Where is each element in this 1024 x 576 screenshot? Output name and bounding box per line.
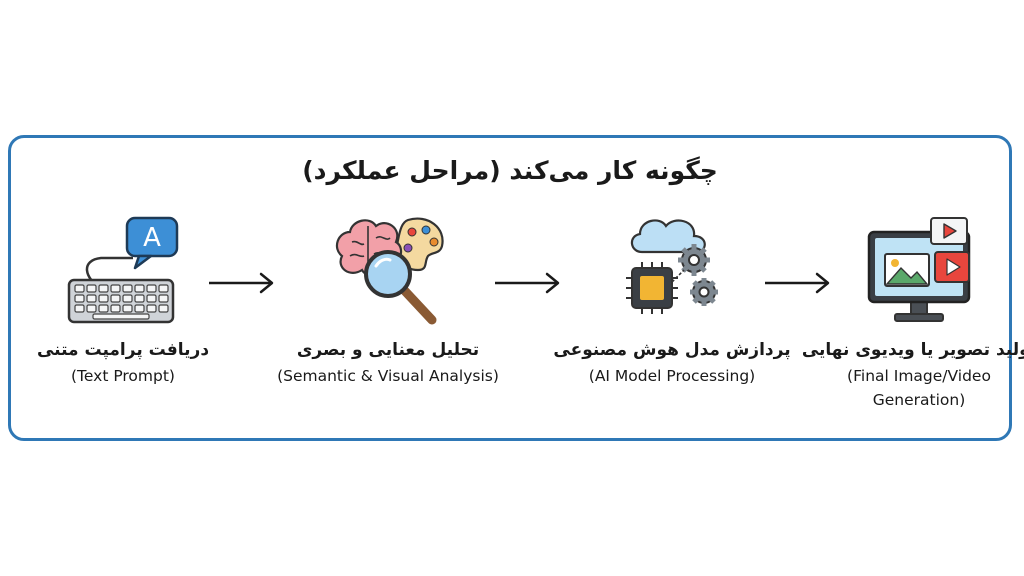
step-text-prompt: A دریافت پرامپت متنی (Text Prompt): [3, 208, 243, 388]
step-label-fa: تولید تصویر یا ویدیوی نهایی: [801, 340, 1024, 360]
step-final-generation: تولید تصویر یا ویدیوی نهایی (Final Image…: [799, 208, 1024, 412]
cloud-chip-gears-icon: [626, 219, 718, 314]
diagram-title: چگونه کار می‌کند (مراحل عملکرد): [302, 156, 718, 185]
step-label-en: (Final Image/Video Generation): [847, 367, 991, 409]
step-label-fa: تحلیل معنایی و بصری: [296, 340, 480, 360]
step-label-fa: پردازش مدل هوش مصنوعی: [553, 340, 791, 360]
arrow-right-icon: [495, 272, 560, 294]
arrow-right-icon: [209, 272, 274, 294]
keyboard-chat-icon: A: [67, 216, 179, 324]
step-ai-processing: پردازش مدل هوش مصنوعی (AI Model Processi…: [552, 208, 792, 388]
step-label-en: (Semantic & Visual Analysis): [277, 367, 499, 385]
step-label-fa: دریافت پرامپت متنی: [36, 340, 210, 360]
step-label-en: (AI Model Processing): [588, 367, 756, 385]
arrow-right-icon: [765, 272, 830, 294]
bubble-letter: A: [143, 223, 161, 253]
step-semantic-analysis: تحلیل معنایی و بصری (Semantic & Visual A…: [268, 208, 508, 388]
monitor-image-video-icon: [867, 217, 971, 322]
brain-magnifier-palette-icon: [335, 217, 444, 325]
step-label-en: (Text Prompt): [71, 367, 175, 385]
process-panel: چگونه کار می‌کند (مراحل عملکرد) A دریافت…: [8, 135, 1024, 441]
